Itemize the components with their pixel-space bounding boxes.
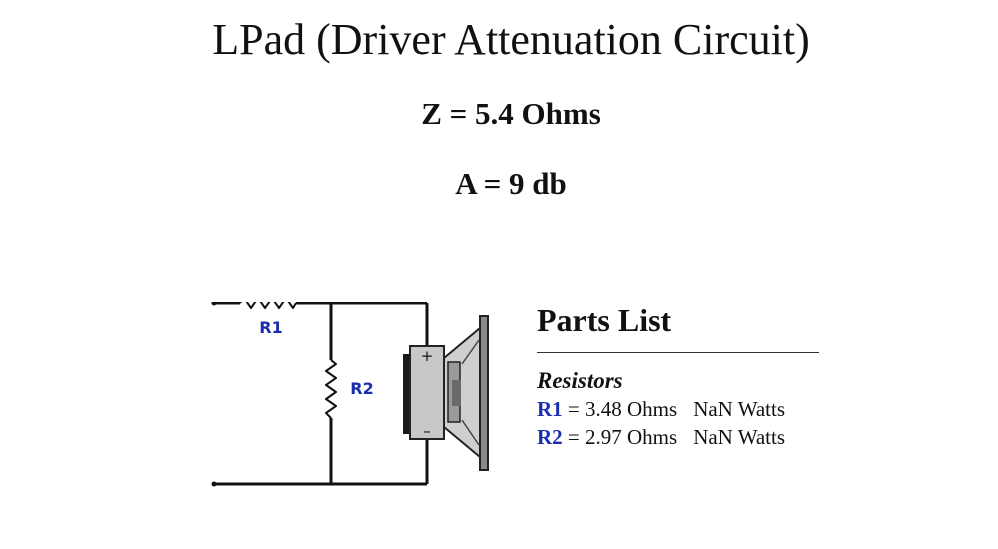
resistors-section-heading: Resistors [537, 368, 623, 393]
speaker-plus-sign: + [421, 347, 434, 365]
resistor-value: = 3.48 Ohms [562, 397, 678, 421]
resistor-id: R2 [537, 425, 563, 449]
resistor-row-r1: R1 = 3.48 Ohms NaN Watts [537, 395, 827, 423]
lpad-circuit-diagram: + – R1 R2 [211, 302, 489, 487]
page-title: LPad (Driver Attenuation Circuit) [212, 15, 810, 64]
circuit-wires [213, 302, 429, 486]
parts-list-heading: Parts List [537, 302, 672, 338]
resistor-value: = 2.97 Ohms [562, 425, 678, 449]
resistor-id: R1 [537, 397, 563, 421]
r2-label: R2 [350, 379, 373, 398]
resistor-row-r2: R2 = 2.97 Ohms NaN Watts [537, 423, 827, 451]
resistor-watts: NaN Watts [693, 397, 786, 421]
resistor-r1-icon [239, 302, 297, 309]
attenuation-value: A = 9 db [455, 166, 567, 201]
speaker-minus-sign: – [423, 422, 431, 440]
speaker-driver-icon [403, 315, 489, 471]
resistor-r2-icon [325, 359, 337, 419]
r1-label: R1 [259, 318, 282, 337]
impedance-value: Z = 5.4 Ohms [421, 96, 601, 131]
parts-list-divider [537, 352, 819, 353]
resistor-watts: NaN Watts [693, 425, 786, 449]
input-terminals [211, 302, 217, 487]
